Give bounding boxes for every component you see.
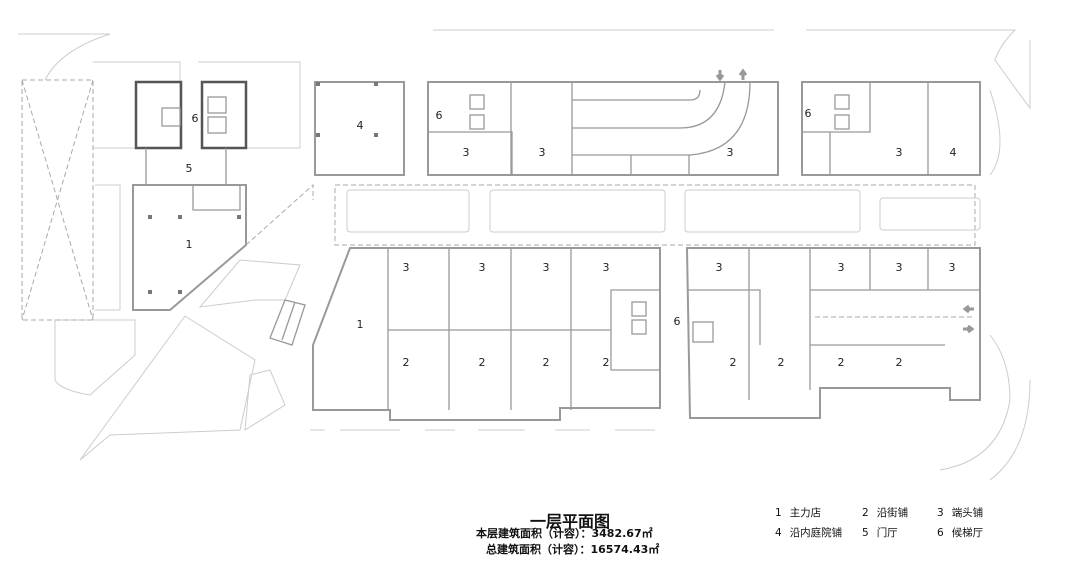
room-label: 1 bbox=[186, 238, 193, 251]
arrow-in-icon bbox=[715, 70, 725, 82]
site-outline bbox=[18, 29, 1031, 481]
legend-label: 候梯厅 bbox=[951, 527, 984, 539]
building-north bbox=[314, 68, 981, 176]
room-label: 6 bbox=[192, 112, 199, 125]
room-label: 6 bbox=[436, 109, 443, 122]
room-label: 2 bbox=[603, 356, 610, 369]
courtyard bbox=[334, 184, 981, 246]
legend-label: 门厅 bbox=[876, 527, 898, 539]
room-label: 2 bbox=[479, 356, 486, 369]
legend-label: 端头铺 bbox=[951, 507, 984, 519]
plan-title: 一层平面图 bbox=[529, 512, 610, 531]
room-label: 2 bbox=[730, 356, 737, 369]
room-label: 2 bbox=[403, 356, 410, 369]
legend-label: 沿内庭院铺 bbox=[789, 527, 843, 539]
legend-item: 6 候梯厅 bbox=[937, 525, 991, 540]
legend-item: 2 沿街铺 bbox=[862, 505, 916, 520]
building-west bbox=[132, 80, 314, 311]
room-labels: 6 5 1 4 6 3 3 3 6 3 4 1 3 3 3 3 2 2 2 2 … bbox=[186, 107, 957, 369]
room-label: 2 bbox=[838, 356, 845, 369]
legend-label: 沿街铺 bbox=[876, 507, 909, 519]
legend-num: 1 bbox=[775, 507, 782, 519]
arrow-out-icon bbox=[738, 68, 748, 80]
floor-area: 本层建筑面积（计容）：3482.67㎡ bbox=[476, 527, 653, 540]
building-south bbox=[312, 247, 981, 421]
void-area bbox=[21, 79, 94, 321]
room-label: 3 bbox=[539, 146, 546, 159]
room-label: 3 bbox=[543, 261, 550, 274]
room-label: 3 bbox=[463, 146, 470, 159]
arrow-left-icon bbox=[962, 304, 974, 314]
room-label: 3 bbox=[896, 261, 903, 274]
room-label: 3 bbox=[603, 261, 610, 274]
total-area: 总建筑面积（计容）：16574.43㎡ bbox=[486, 543, 660, 556]
legend-num: 5 bbox=[862, 527, 869, 539]
room-label: 1 bbox=[357, 318, 364, 331]
room-label: 3 bbox=[949, 261, 956, 274]
legend-num: 2 bbox=[862, 507, 869, 519]
legend-num: 4 bbox=[775, 527, 782, 539]
escalator bbox=[269, 299, 306, 346]
room-label: 3 bbox=[403, 261, 410, 274]
room-label: 2 bbox=[543, 356, 550, 369]
room-label: 4 bbox=[357, 119, 364, 132]
room-label: 6 bbox=[805, 107, 812, 120]
room-label: 3 bbox=[727, 146, 734, 159]
room-label: 3 bbox=[896, 146, 903, 159]
legend-item: 1 主力店 bbox=[775, 505, 829, 520]
room-label: 2 bbox=[896, 356, 903, 369]
legend-num: 3 bbox=[937, 507, 944, 519]
room-label: 6 bbox=[674, 315, 681, 328]
legend-item: 4 沿内庭院铺 bbox=[775, 525, 850, 540]
legend-label: 主力店 bbox=[789, 507, 822, 519]
room-label: 3 bbox=[716, 261, 723, 274]
room-label: 4 bbox=[950, 146, 957, 159]
arrow-right-icon bbox=[963, 324, 975, 334]
room-label: 3 bbox=[479, 261, 486, 274]
legend-item: 3 端头铺 bbox=[937, 505, 991, 520]
floor-plan: 6 5 1 4 6 3 3 3 6 3 4 1 3 3 3 3 2 2 2 2 … bbox=[18, 29, 1031, 481]
legend-num: 6 bbox=[937, 527, 944, 539]
room-label: 3 bbox=[838, 261, 845, 274]
room-label: 5 bbox=[186, 162, 193, 175]
room-label: 2 bbox=[778, 356, 785, 369]
legend-item: 5 门厅 bbox=[862, 525, 906, 540]
